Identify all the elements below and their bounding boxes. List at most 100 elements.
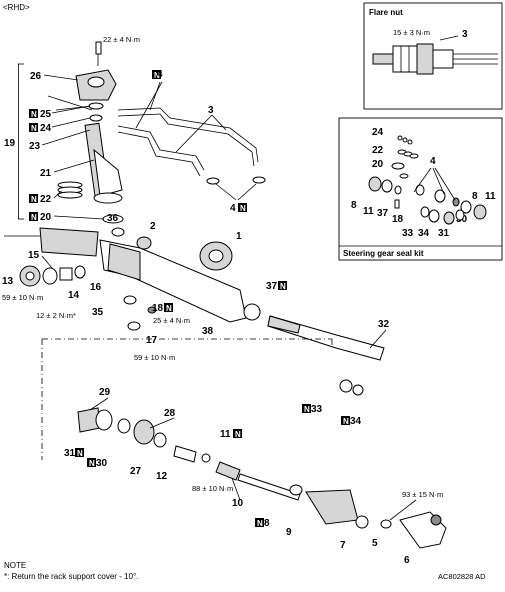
lower-parts <box>77 379 447 549</box>
svg-text:N: N <box>31 124 37 133</box>
svg-text:31: 31 <box>438 228 450 239</box>
svg-text:4: 4 <box>430 156 436 167</box>
flare-nut-part-label: 3 <box>462 29 468 40</box>
svg-text:10: 10 <box>232 498 244 509</box>
svg-text:N: N <box>235 430 241 439</box>
part-labels: 26 25 24 23 19 21 22 20 4 3 4 36 2 1 15 … <box>2 69 410 566</box>
seal-kit-parts <box>368 135 487 225</box>
svg-text:11: 11 <box>220 429 231 440</box>
svg-text:19: 19 <box>4 138 16 149</box>
svg-text:6: 6 <box>404 555 410 566</box>
seal-kit-title: Steering gear seal kit <box>343 249 424 258</box>
svg-text:4: 4 <box>230 203 236 214</box>
svg-text:N: N <box>31 213 37 222</box>
pinion-shaft-assembly <box>84 102 123 204</box>
gear-housing <box>4 227 247 323</box>
svg-text:N: N <box>31 110 37 119</box>
svg-text:15: 15 <box>28 250 40 261</box>
svg-text:37: 37 <box>377 208 389 219</box>
note-text: *: Return the rack support cover - 10°. <box>4 572 138 581</box>
svg-text:N: N <box>166 304 172 313</box>
note-title: NOTE <box>4 561 26 570</box>
svg-text:22: 22 <box>372 145 384 156</box>
torque-59b: 59 ± 10 N·m <box>134 353 175 362</box>
figure-code: AC802828 AD <box>438 572 486 581</box>
n-marks: N N N N N N N N N N N N N N <box>29 70 350 528</box>
svg-text:1: 1 <box>236 231 242 242</box>
svg-text:33: 33 <box>311 404 323 415</box>
svg-text:N: N <box>257 519 263 528</box>
svg-text:7: 7 <box>340 540 346 551</box>
valve-housing <box>47 69 117 111</box>
svg-text:31: 31 <box>64 448 76 459</box>
torque-93: 93 ± 15 N·m <box>402 490 443 499</box>
svg-text:18: 18 <box>152 303 164 314</box>
flare-nut-torque: 15 ± 3 N·m <box>393 28 430 37</box>
seal-set-22 <box>57 181 83 199</box>
svg-text:18: 18 <box>392 214 404 225</box>
flare-nut-inset <box>363 2 503 110</box>
svg-text:N: N <box>304 405 310 414</box>
svg-text:21: 21 <box>40 168 52 179</box>
svg-text:12: 12 <box>156 471 168 482</box>
svg-text:16: 16 <box>90 282 102 293</box>
variant-label: <RHD> <box>3 3 30 12</box>
leader-lines <box>41 74 417 521</box>
svg-text:N: N <box>77 449 83 458</box>
svg-text:29: 29 <box>99 387 111 398</box>
svg-text:14: 14 <box>68 290 80 301</box>
svg-text:28: 28 <box>164 408 176 419</box>
flare-nut-illustration <box>372 35 498 75</box>
svg-text:24: 24 <box>40 123 52 134</box>
svg-text:N: N <box>154 71 160 80</box>
rack-support <box>19 265 86 287</box>
seal-kit-inset <box>338 117 503 261</box>
svg-text:11: 11 <box>363 206 374 217</box>
svg-text:N: N <box>280 282 286 291</box>
svg-text:N: N <box>240 204 246 213</box>
svg-text:32: 32 <box>378 319 390 330</box>
svg-text:13: 13 <box>2 276 14 287</box>
flare-nut-title: Flare nut <box>369 8 403 17</box>
torque-22: 22 ± 4 N·m <box>103 35 140 44</box>
svg-text:9: 9 <box>286 527 292 538</box>
rack-shaft <box>243 303 385 361</box>
svg-text:35: 35 <box>92 307 104 318</box>
svg-text:17: 17 <box>146 335 158 346</box>
svg-text:8: 8 <box>264 518 270 529</box>
svg-text:34: 34 <box>350 416 362 427</box>
svg-text:N: N <box>89 459 95 468</box>
svg-text:8: 8 <box>351 200 357 211</box>
svg-text:N: N <box>31 195 37 204</box>
svg-text:26: 26 <box>30 71 42 82</box>
svg-text:5: 5 <box>372 538 378 549</box>
svg-text:33: 33 <box>402 228 414 239</box>
svg-text:N: N <box>343 417 349 426</box>
svg-text:30: 30 <box>96 458 108 469</box>
torque-25: 25 ± 4 N·m <box>153 316 190 325</box>
torque-59a: 59 ± 10 N·m <box>2 293 43 302</box>
svg-text:8: 8 <box>472 191 478 202</box>
svg-text:22: 22 <box>40 194 52 205</box>
svg-text:23: 23 <box>29 141 41 152</box>
svg-text:25: 25 <box>40 109 52 120</box>
svg-text:24: 24 <box>372 127 384 138</box>
torque-22-bolt <box>95 41 102 66</box>
svg-text:2: 2 <box>150 221 156 232</box>
svg-text:4: 4 <box>157 69 163 80</box>
svg-text:3: 3 <box>208 105 214 116</box>
svg-text:34: 34 <box>418 228 430 239</box>
fluid-pipes <box>117 107 266 185</box>
small-fittings <box>123 295 157 331</box>
svg-text:11: 11 <box>485 191 496 202</box>
svg-text:37: 37 <box>266 281 278 292</box>
svg-text:27: 27 <box>130 466 142 477</box>
torque-12: 12 ± 2 N·m* <box>36 311 76 320</box>
svg-text:36: 36 <box>107 213 119 224</box>
svg-text:20: 20 <box>40 212 52 223</box>
torque-88: 88 ± 10 N·m <box>192 484 233 493</box>
svg-text:20: 20 <box>372 159 384 170</box>
svg-text:38: 38 <box>202 326 214 337</box>
